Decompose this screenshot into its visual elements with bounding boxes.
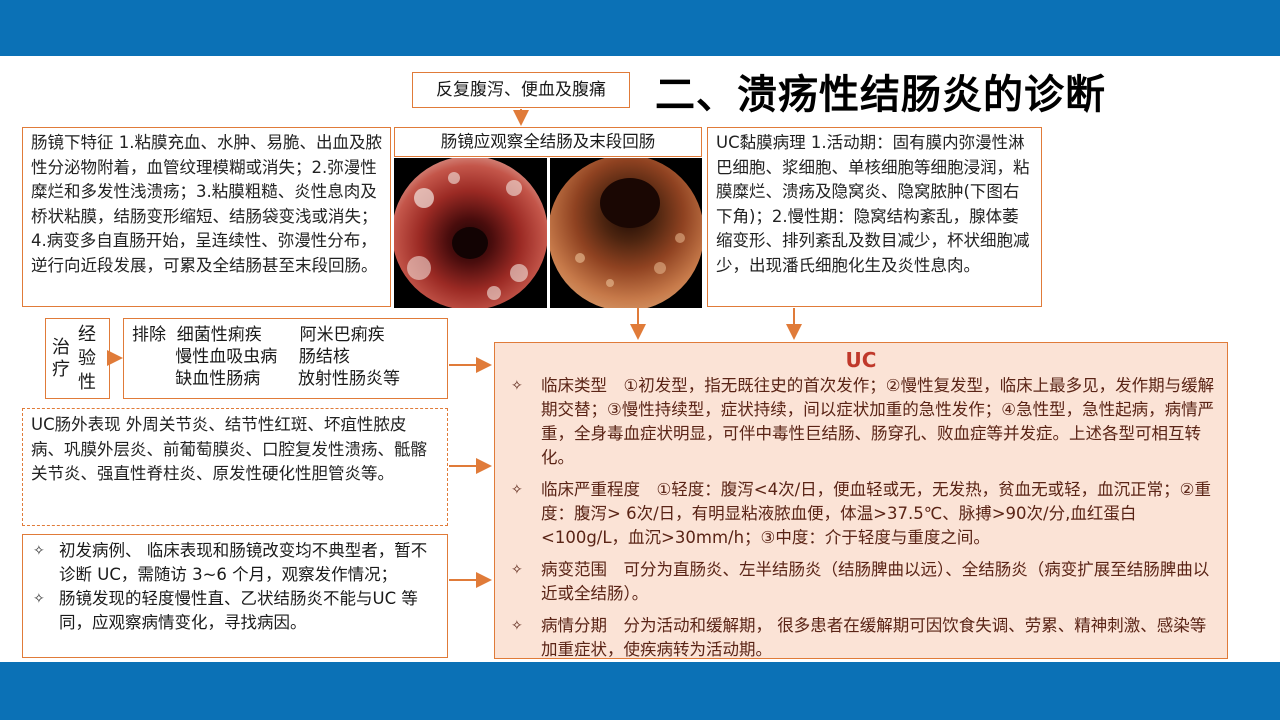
diamond-bullet-icon: ✧ [511,378,523,394]
list-item: ✧ 初发病例、 临床表现和肠镜改变均不典型者，暂不诊断 UC，需随访 3~6 个… [31,539,439,587]
uc-item-text: 临床严重程度 ①轻度：腹泻<4次/日，便血轻或无，无发热，贫血无或轻，血沉正常；… [541,480,1211,547]
list-item: ✧ 病变范围 可分为直肠炎、左半结肠炎（结肠脾曲以远）、全结肠炎（病变扩展至结肠… [505,558,1217,606]
page-title: 二、溃疡性结肠炎的诊断 [655,72,1106,118]
diamond-bullet-icon: ✧ [33,543,45,559]
exclusion-row: 缺血性肠病 放射性肠炎等 [132,369,401,389]
note-text: 肠镜发现的轻度慢性直、乙状结肠炎不能与UC 等同，应观察病情变化，寻找病因。 [59,589,418,632]
uc-item-text: 临床类型 ①初发型，指无既往史的首次发作；②慢性复发型，临床上最多见，发作期与缓… [541,376,1215,467]
list-item: ✧ 肠镜发现的轻度慢性直、乙状结肠炎不能与UC 等同，应观察病情变化，寻找病因。 [31,587,439,635]
list-item: ✧ 病情分期 分为活动和缓解期， 很多患者在缓解期可因饮食失调、劳累、精神刺激、… [505,614,1217,662]
bottom-banner [0,662,1280,720]
endoscopy-features-box: 肠镜下特征 1.粘膜充血、水肿、易脆、出血及脓性分泌物附着，血管纹理模糊或消失；… [22,127,391,307]
diamond-bullet-icon: ✧ [511,618,523,634]
uc-box: UC ✧ 临床类型 ①初发型，指无既往史的首次发作；②慢性复发型，临床上最多见，… [494,342,1228,659]
list-item: ✧ 临床严重程度 ①轻度：腹泻<4次/日，便血轻或无，无发热，贫血无或轻，血沉正… [505,478,1217,550]
note-text: 初发病例、 临床表现和肠镜改变均不典型者，暂不诊断 UC，需随访 3~6 个月，… [59,541,428,584]
exclusion-row: 排除 细菌性痢疾 阿米巴痢疾 [132,325,385,345]
image-caption: 肠镜应观察全结肠及末段回肠 [394,127,702,157]
empirical-label: 经验性 [78,324,96,393]
treatment-label: 治疗 [52,337,70,380]
pathology-box: UC黏膜病理 1.活动期：固有膜内弥漫性淋巴细胞、浆细胞、单核细胞等细胞浸润，粘… [707,127,1042,307]
uc-item-text: 病变范围 可分为直肠炎、左半结肠炎（结肠脾曲以远）、全结肠炎（病变扩展至结肠脾曲… [541,560,1210,603]
exclusion-row: 慢性血吸虫病 肠结核 [132,347,350,367]
symptom-box: 反复腹泻、便血及腹痛 [412,72,630,108]
endoscopy-image-left [394,158,547,308]
uc-item-text: 病情分期 分为活动和缓解期， 很多患者在缓解期可因饮食失调、劳累、精神刺激、感染… [541,616,1207,659]
endoscopy-image-right [550,158,702,308]
list-item: ✧ 临床类型 ①初发型，指无既往史的首次发作；②慢性复发型，临床上最多见，发作期… [505,374,1217,470]
notes-box: ✧ 初发病例、 临床表现和肠镜改变均不典型者，暂不诊断 UC，需随访 3~6 个… [22,534,448,658]
diamond-bullet-icon: ✧ [511,482,523,498]
top-banner [0,0,1280,56]
diamond-bullet-icon: ✧ [511,562,523,578]
diamond-bullet-icon: ✧ [33,591,45,607]
uc-title: UC [845,348,877,372]
empirical-treatment-box: 治疗 经验性 [45,318,110,399]
extraintestinal-box: UC肠外表现 外周关节炎、结节性红斑、坏疽性脓皮病、巩膜外层炎、前葡萄膜炎、口腔… [22,408,448,526]
exclusion-box: 排除 细菌性痢疾 阿米巴痢疾 慢性血吸虫病 肠结核 缺血性肠病 放射性肠炎等 [123,318,448,399]
